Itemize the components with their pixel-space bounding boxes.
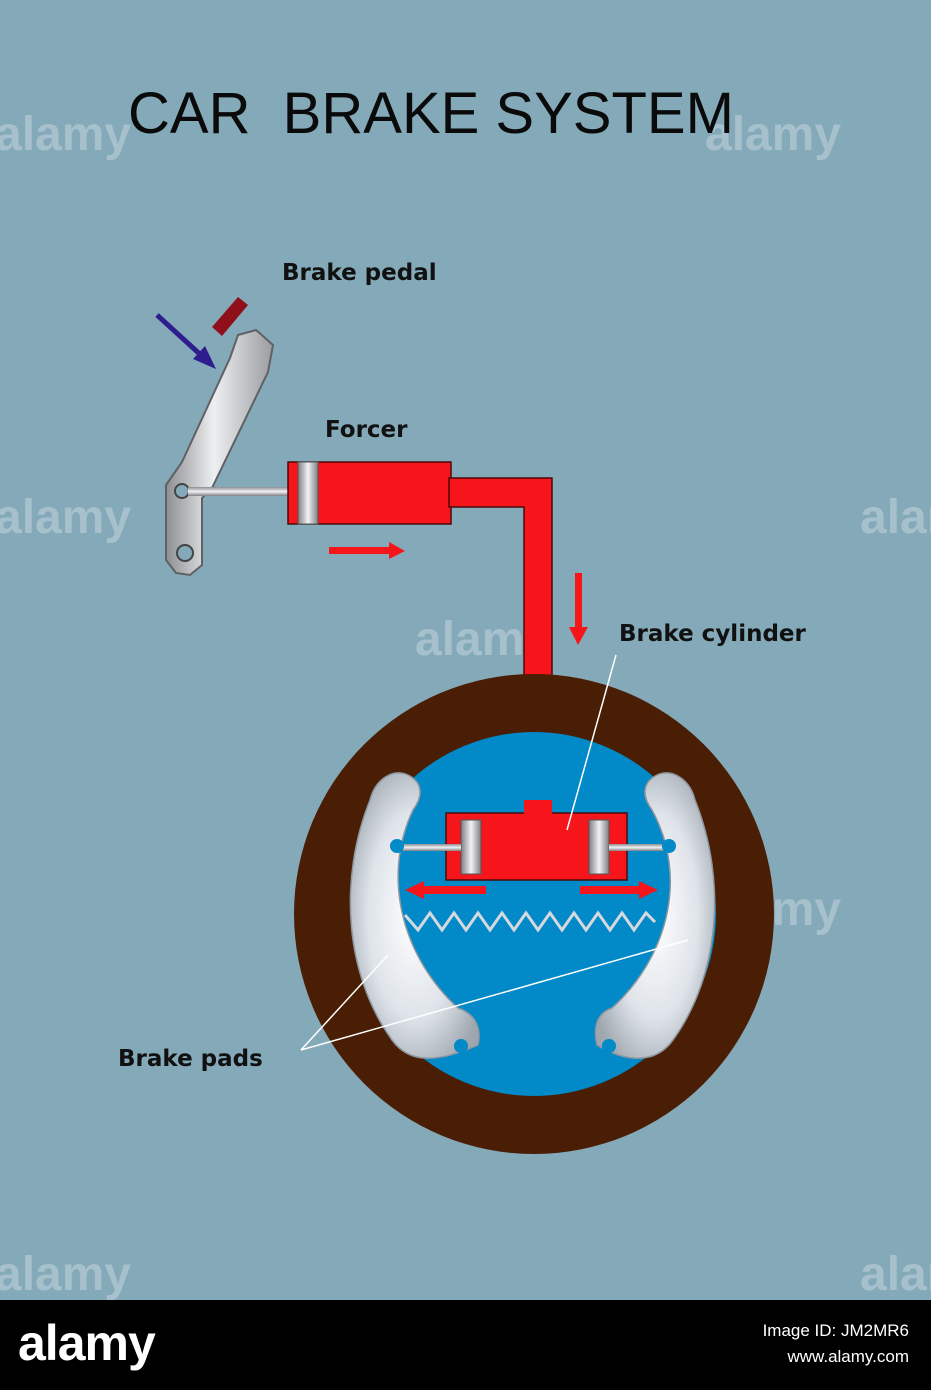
right-piston-rod xyxy=(609,844,671,851)
wheel-cylinder-inlet xyxy=(524,800,552,820)
pedal-pivot-hole xyxy=(176,544,194,562)
brake-cylinder-label: Brake cylinder xyxy=(619,621,807,647)
pedal-force-arrow-shaft xyxy=(155,313,205,359)
watermark-text: alamy xyxy=(860,1248,931,1300)
brake-pads-leader-line-right xyxy=(300,939,689,1051)
right-arrow-icon xyxy=(580,881,658,899)
page-title: CAR BRAKE SYSTEM xyxy=(128,81,734,146)
watermark-text: alamy xyxy=(705,108,841,161)
left-piston xyxy=(460,819,482,875)
left-shoe-lower-hole xyxy=(454,1039,468,1053)
brake-shoes xyxy=(349,772,716,1059)
down-arrow-icon xyxy=(569,573,588,645)
left-shoe-upper-hole xyxy=(390,839,404,853)
right-arrow-icon xyxy=(329,542,405,559)
diagram-canvas: alamy alamy alamy alamy alamy alamy alam… xyxy=(0,0,931,1300)
pedal-force-arrow-head xyxy=(193,346,216,369)
left-brake-shoe xyxy=(349,772,480,1059)
right-piston xyxy=(588,819,610,875)
site-url-text: www.alamy.com xyxy=(787,1347,909,1366)
push-rod xyxy=(188,487,298,496)
pedal-rod-joint xyxy=(174,483,190,499)
watermark-text: alamy xyxy=(860,491,931,544)
watermark-footer: alamy Image ID: JM2MR6 www.alamy.com xyxy=(0,1300,931,1390)
brake-pedal xyxy=(155,297,275,577)
pedal-pad xyxy=(212,297,248,336)
forcer-piston xyxy=(297,461,319,525)
right-shoe-upper-hole xyxy=(662,839,676,853)
left-arrow-icon xyxy=(405,881,486,899)
pedal-arm xyxy=(165,328,275,577)
pedal-force-arrow xyxy=(155,313,216,369)
brake-pedal-label: Brake pedal xyxy=(282,260,437,286)
image-id-text: Image ID: JM2MR6 xyxy=(762,1321,909,1340)
watermark-text: alamy xyxy=(0,491,131,544)
wheel-cylinder xyxy=(397,800,671,881)
forcer-label: Forcer xyxy=(325,417,408,443)
brake-pads-label: Brake pads xyxy=(118,1046,263,1072)
brake-system-diagram: alamy alamy alamy alamy alamy alamy alam… xyxy=(0,0,931,1300)
watermark-text: alamy xyxy=(0,1248,131,1300)
brake-pads-leader-line-left xyxy=(300,954,389,1051)
left-piston-rod xyxy=(397,844,461,851)
image-id-block: Image ID: JM2MR6 www.alamy.com xyxy=(763,1318,909,1370)
alamy-logo: alamy xyxy=(18,1315,156,1371)
brake-cylinder-leader-line xyxy=(566,654,617,831)
watermark-text: alamy xyxy=(0,108,131,161)
spring-icon xyxy=(403,910,657,933)
right-brake-shoe xyxy=(594,772,716,1059)
right-shoe-lower-hole xyxy=(602,1039,616,1053)
